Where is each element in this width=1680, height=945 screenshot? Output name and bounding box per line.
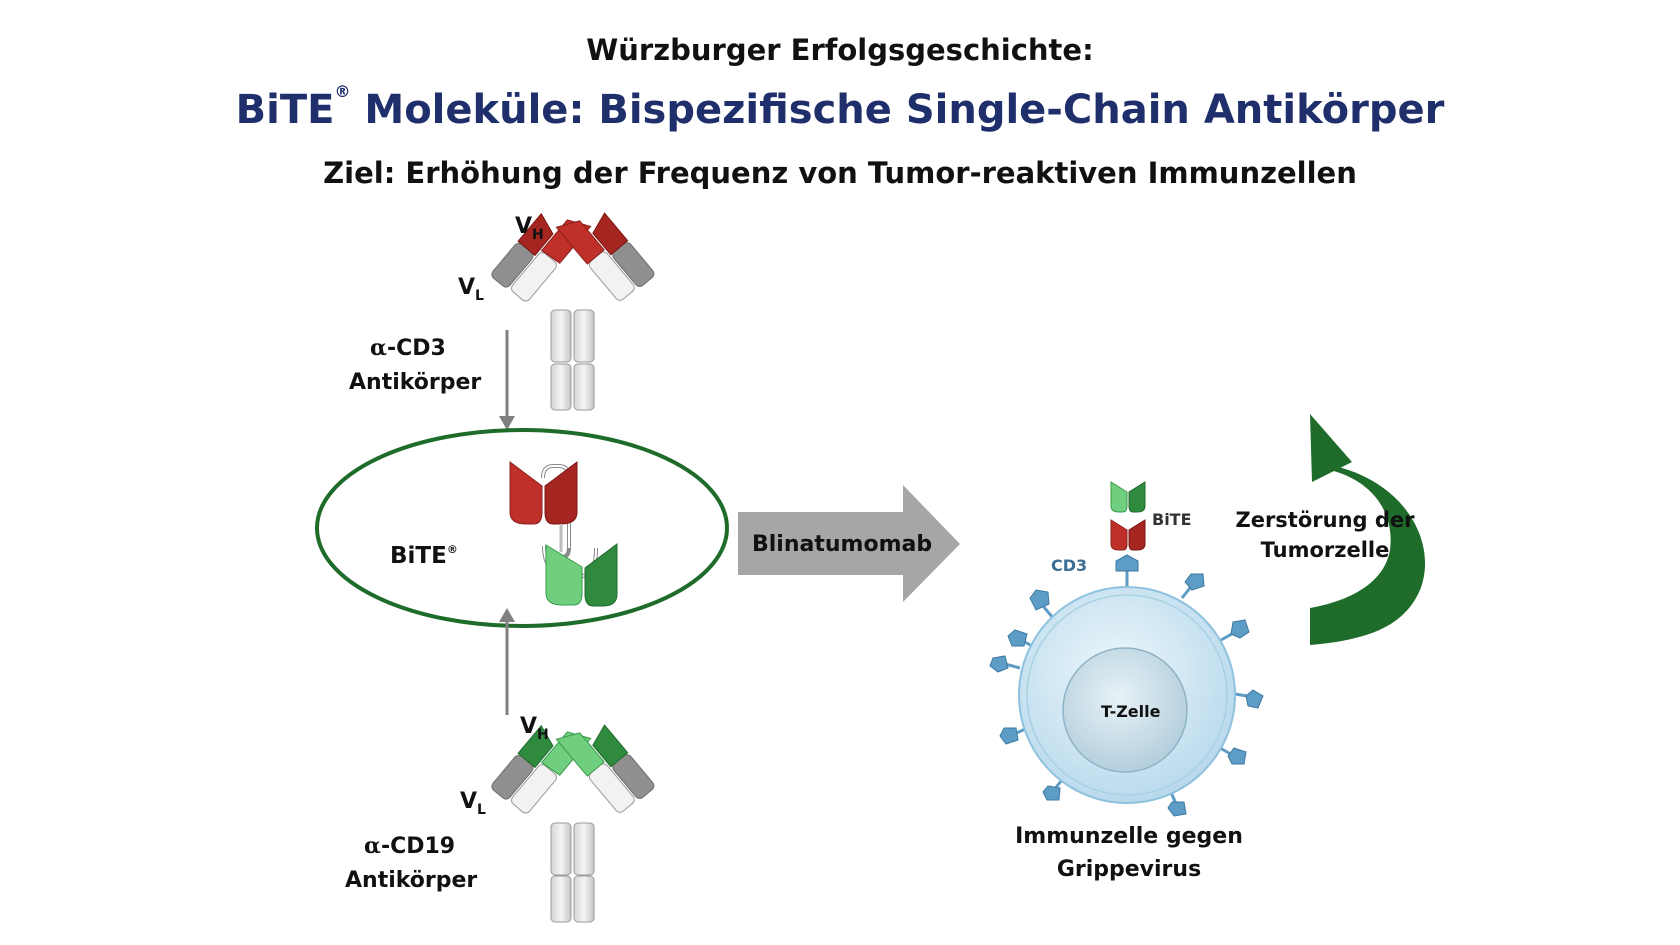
bound-bite-icon [1110,481,1146,551]
cd3-vl-label: VL [458,275,484,304]
cd3-label: CD3 [1051,556,1087,575]
cd19-vh-label: VH [520,714,549,743]
blinatumomab-arrow [738,485,960,602]
header-line-1: Würzburger Erfolgsgeschichte: [586,33,1094,67]
bite-ellipse [315,428,729,628]
arrow-up-icon [499,608,515,715]
main-title-registered-mark: ® [334,82,351,101]
cd19-antibody-label-2: Antikörper [345,868,477,893]
bite-molecule-icon [509,461,618,607]
blinatumomab-label: Blinatumomab [752,532,932,557]
main-title-brand: BiTE [235,87,335,133]
cd19-antibody-icon [491,724,655,923]
cd3-antibody-icon [491,212,655,411]
bound-bite-label: BiTE [1152,510,1192,529]
main-title-rest: Moleküle: Bispezifische Single-Chain Ant… [350,87,1445,133]
cd19-antibody-label: α-CD19 [364,833,455,859]
cell-caption-line-2: Grippevirus [1057,857,1201,882]
goal-subtitle: Ziel: Erhöhung der Frequenz von Tumor-re… [323,156,1357,190]
destruction-label-line-2: Tumorzelle [1261,538,1390,562]
cd19-vl-label: VL [460,789,486,818]
cd3-vh-label: VH [515,214,544,243]
bite-label: BiTE® [390,543,458,569]
cd3-antibody-label-2: Antikörper [349,370,481,395]
t-cell-icon [989,554,1264,817]
main-title: BiTE® Moleküle: Bispezifische Single-Cha… [0,82,1680,133]
curved-arrow-icon [1310,414,1426,645]
cd3-antibody-label: α-CD3 [370,335,446,361]
cell-caption-line-1: Immunzelle gegen [1015,824,1243,849]
destruction-label-line-1: Zerstörung der [1235,508,1415,532]
t-cell-label: T-Zelle [1101,702,1161,721]
arrow-down-icon [499,330,515,430]
